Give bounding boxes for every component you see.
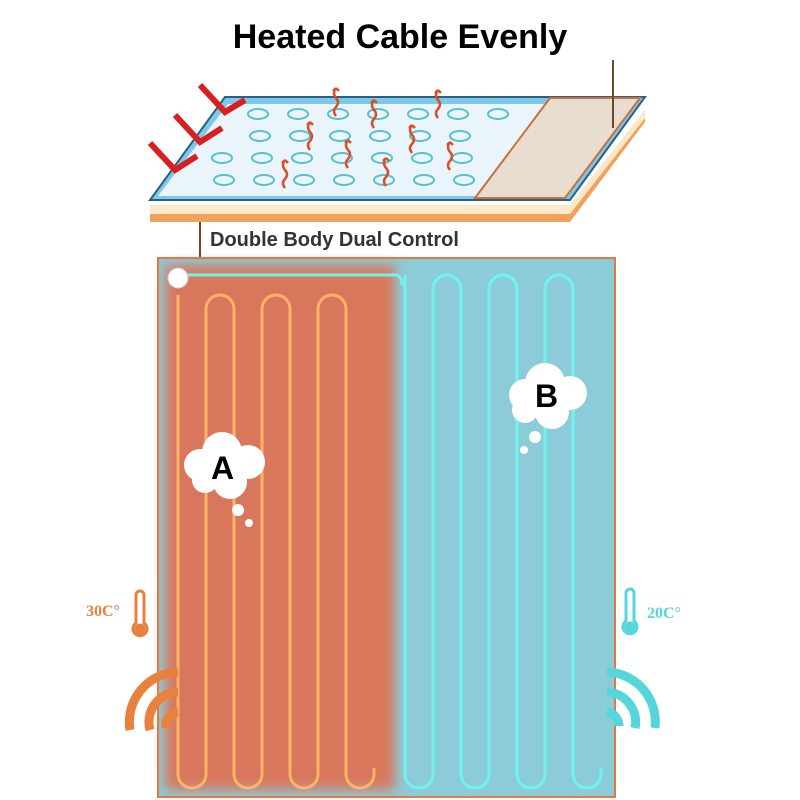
mat-hole (213, 174, 235, 186)
mat-hole (329, 130, 351, 142)
heating-cable-b (403, 273, 603, 790)
heating-cable-path (176, 293, 376, 790)
mat-hole (449, 130, 471, 142)
mat-hole (407, 108, 429, 120)
heat-wave-icon (434, 89, 442, 119)
heat-wave-icon (408, 124, 416, 154)
heating-cable-a (176, 293, 376, 790)
heat-wave-icon (446, 141, 454, 171)
heating-cable-path (403, 273, 603, 790)
wireless-signal-icon (124, 667, 180, 732)
mat-hole (447, 108, 469, 120)
mat-hole (249, 130, 271, 142)
zone-a-label: A (211, 450, 235, 486)
subtitle: Double Body Dual Control (210, 229, 459, 251)
heat-wave-icon (344, 139, 352, 169)
mat-hole (293, 174, 315, 186)
zone-a-temperature: 30C° (86, 603, 120, 620)
mat-hole (247, 108, 269, 120)
thermometer-icon (131, 589, 149, 638)
mat-hole (367, 108, 389, 120)
mat-hole (487, 108, 509, 120)
heat-wave-icon (306, 121, 314, 151)
heat-wave-icon (370, 99, 378, 129)
wireless-signal-icon (605, 667, 660, 729)
mat-hole (251, 152, 273, 164)
mat-layers-diagram (147, 60, 647, 262)
heat-wave-icon (382, 157, 390, 187)
zone-a-area (165, 265, 395, 790)
thermometer-icon (621, 587, 639, 636)
mat-hole (211, 152, 233, 164)
mat-hole (289, 130, 311, 142)
heat-wave-icon (281, 159, 289, 189)
mat-hole (371, 152, 393, 164)
controller-plug (167, 267, 189, 289)
mat-hole (291, 152, 313, 164)
heat-wave-icon (332, 87, 340, 117)
mat-hole (327, 108, 349, 120)
mat-hole (409, 130, 431, 142)
mat-hole (413, 174, 435, 186)
mat-hole (333, 174, 355, 186)
thought-bubble-icon (184, 363, 587, 527)
mat-hole (411, 152, 433, 164)
mat-hole (331, 152, 353, 164)
mat-hole (253, 174, 275, 186)
heat-arrow-icon (147, 82, 247, 174)
mat-hole (453, 174, 475, 186)
mat-hole (369, 130, 391, 142)
page-title: Heated Cable Evenly (232, 18, 568, 56)
zone-b-label: B (535, 378, 559, 414)
mat-hole (287, 108, 309, 120)
zone-b-temperature: 20C° (647, 605, 681, 622)
